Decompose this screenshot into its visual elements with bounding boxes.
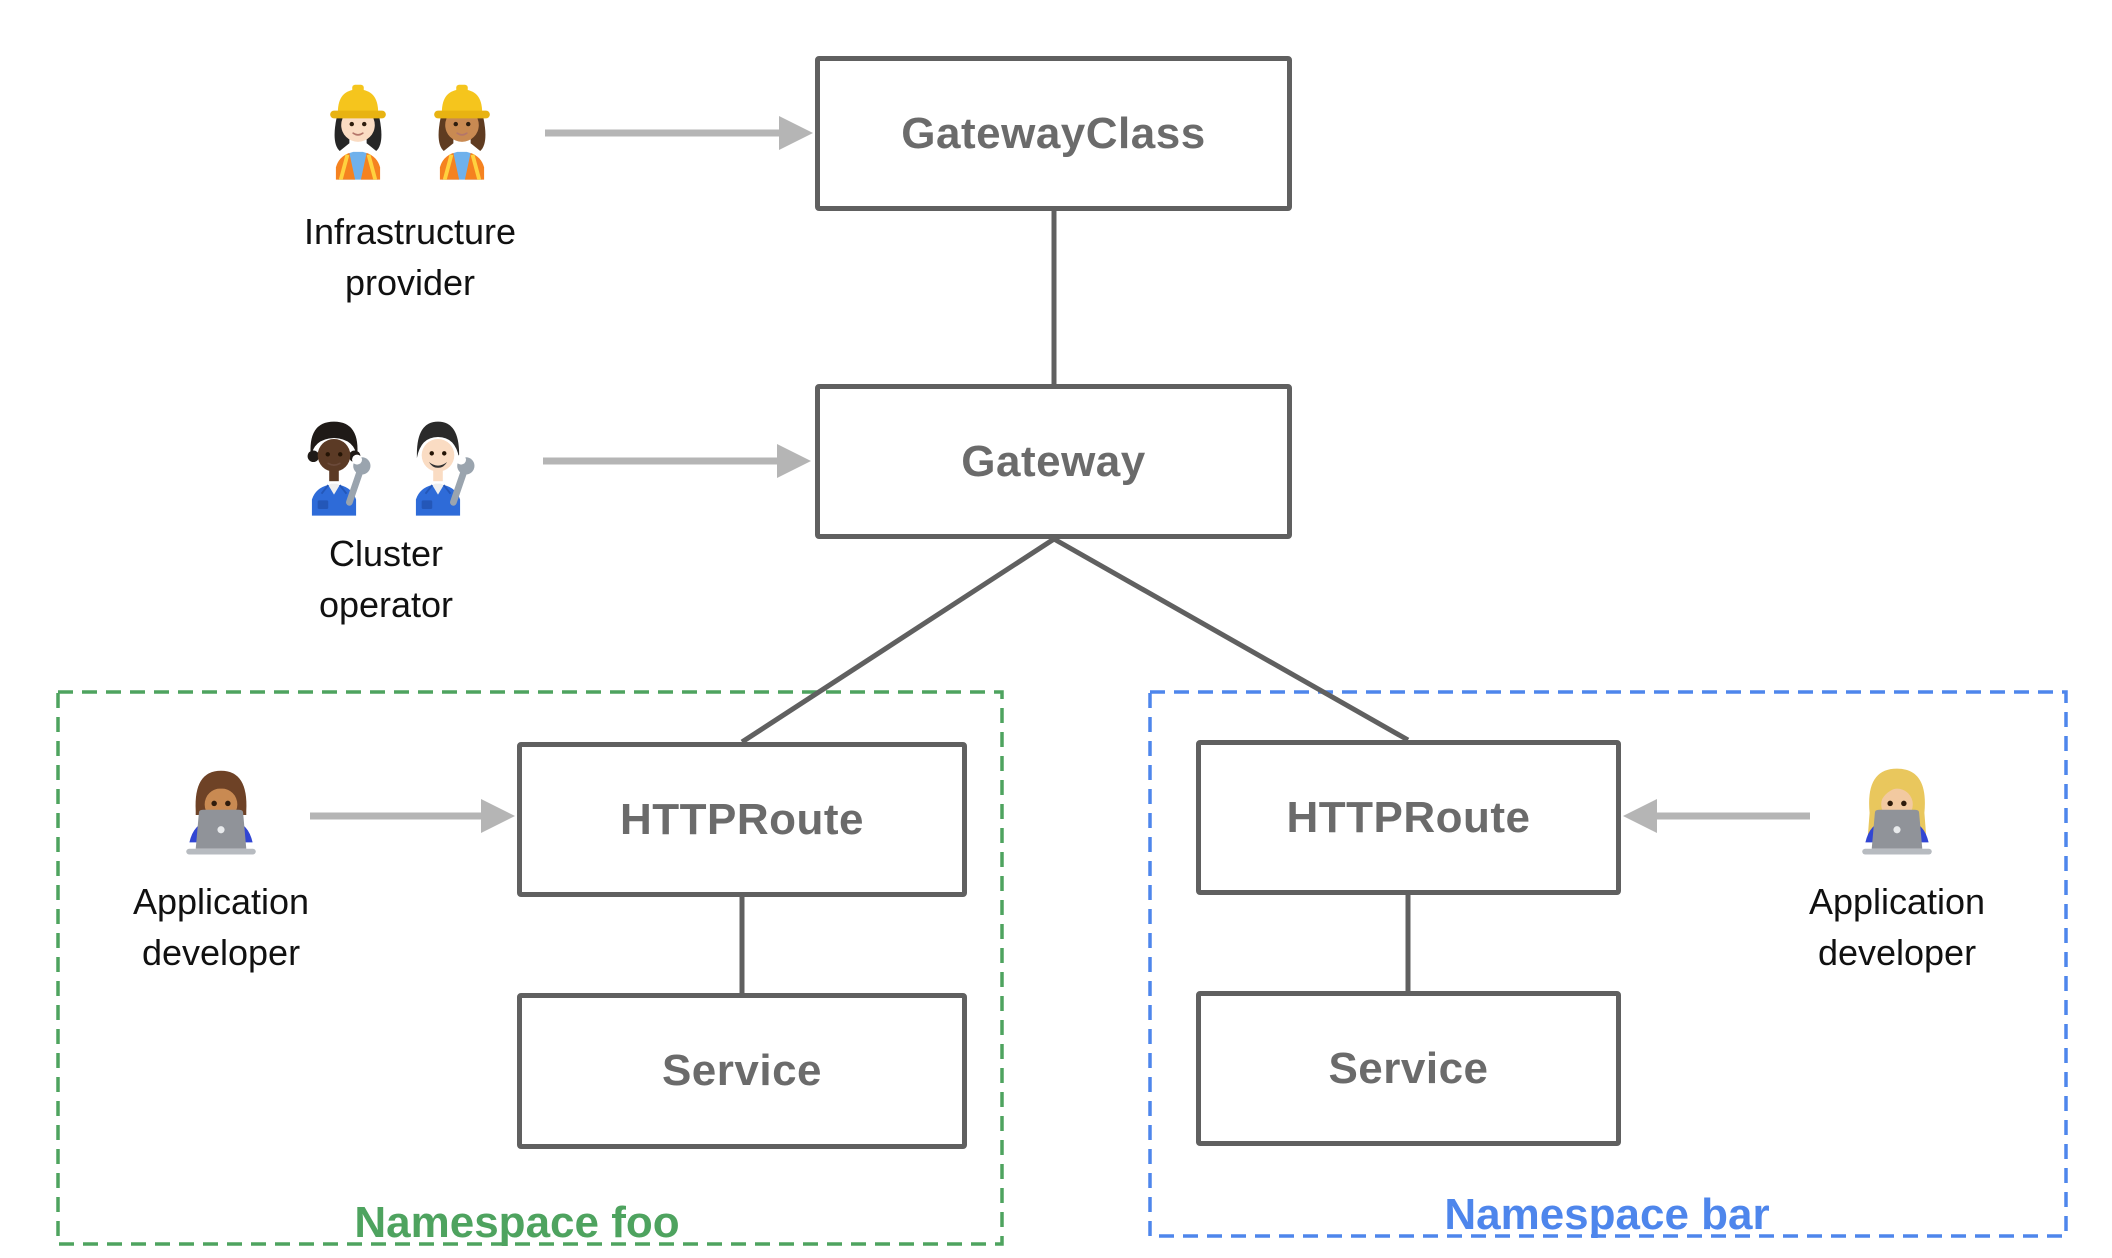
- application-developer-bar-label-line2: developer: [1817, 932, 1977, 973]
- infrastructure-provider-label: Infrastructure provider: [230, 206, 590, 308]
- node-gateway-label: Gateway: [961, 436, 1146, 486]
- woman-construction-worker-medium-icon: [414, 68, 510, 184]
- application-developer-bar-label-line1: Application: [1808, 881, 1986, 922]
- application-developer-foo-label: Application developer: [41, 876, 401, 978]
- mechanic-dark-icon: [286, 404, 382, 520]
- cluster-operator-label: Cluster operator: [206, 528, 566, 630]
- application-developer-foo-label-line2: developer: [141, 932, 301, 973]
- woman-construction-worker-light-icon: [310, 68, 406, 184]
- man-mechanic-light-icon: [390, 404, 486, 520]
- node-service-foo-label: Service: [661, 1046, 823, 1095]
- namespace-bar-boundary: [1148, 690, 2068, 1238]
- application-developer-foo-persona: [167, 756, 275, 874]
- node-gatewayclass-label: GatewayClass: [901, 108, 1206, 158]
- arrow-cluster-operator-to-gateway: [543, 444, 811, 478]
- node-httproute-bar: HTTPRoute: [1196, 740, 1621, 895]
- cluster-operator-label-line1: Cluster: [328, 533, 444, 574]
- infrastructure-provider-personas: [310, 68, 510, 184]
- edge-gateway-httproute-foo: [740, 536, 1056, 745]
- infrastructure-provider-label-line2: provider: [344, 262, 476, 303]
- node-service-foo: Service: [517, 993, 967, 1149]
- cluster-operator-label-line2: operator: [318, 584, 454, 625]
- node-gatewayclass: GatewayClass: [815, 56, 1292, 211]
- edge-gateway-httproute-bar: [1052, 536, 1410, 743]
- namespace-foo-boundary: [56, 690, 1004, 1246]
- node-service-bar-label: Service: [1328, 1043, 1489, 1093]
- man-technologist-icon: [167, 756, 275, 874]
- node-httproute-foo: HTTPRoute: [517, 742, 967, 897]
- arrow-app-developer-to-httproute-bar: [1623, 799, 1810, 833]
- node-gateway: Gateway: [815, 384, 1292, 539]
- application-developer-foo-label-line1: Application: [132, 881, 310, 922]
- cluster-operator-personas: [286, 404, 486, 520]
- woman-technologist-icon: [1843, 756, 1951, 874]
- infrastructure-provider-label-line1: Infrastructure: [303, 211, 517, 252]
- node-httproute-foo-label: HTTPRoute: [619, 794, 865, 844]
- namespace-foo-label: Namespace foo: [354, 1198, 680, 1247]
- application-developer-bar-persona: [1843, 756, 1951, 874]
- application-developer-bar-label: Application developer: [1717, 876, 2077, 978]
- node-service-bar: Service: [1196, 991, 1621, 1146]
- namespace-bar-label: Namespace bar: [1444, 1190, 1770, 1239]
- arrow-infrastructure-provider-to-gatewayclass: [545, 116, 813, 150]
- arrow-app-developer-to-httproute-foo: [310, 799, 515, 833]
- node-httproute-bar-label: HTTPRoute: [1286, 792, 1531, 842]
